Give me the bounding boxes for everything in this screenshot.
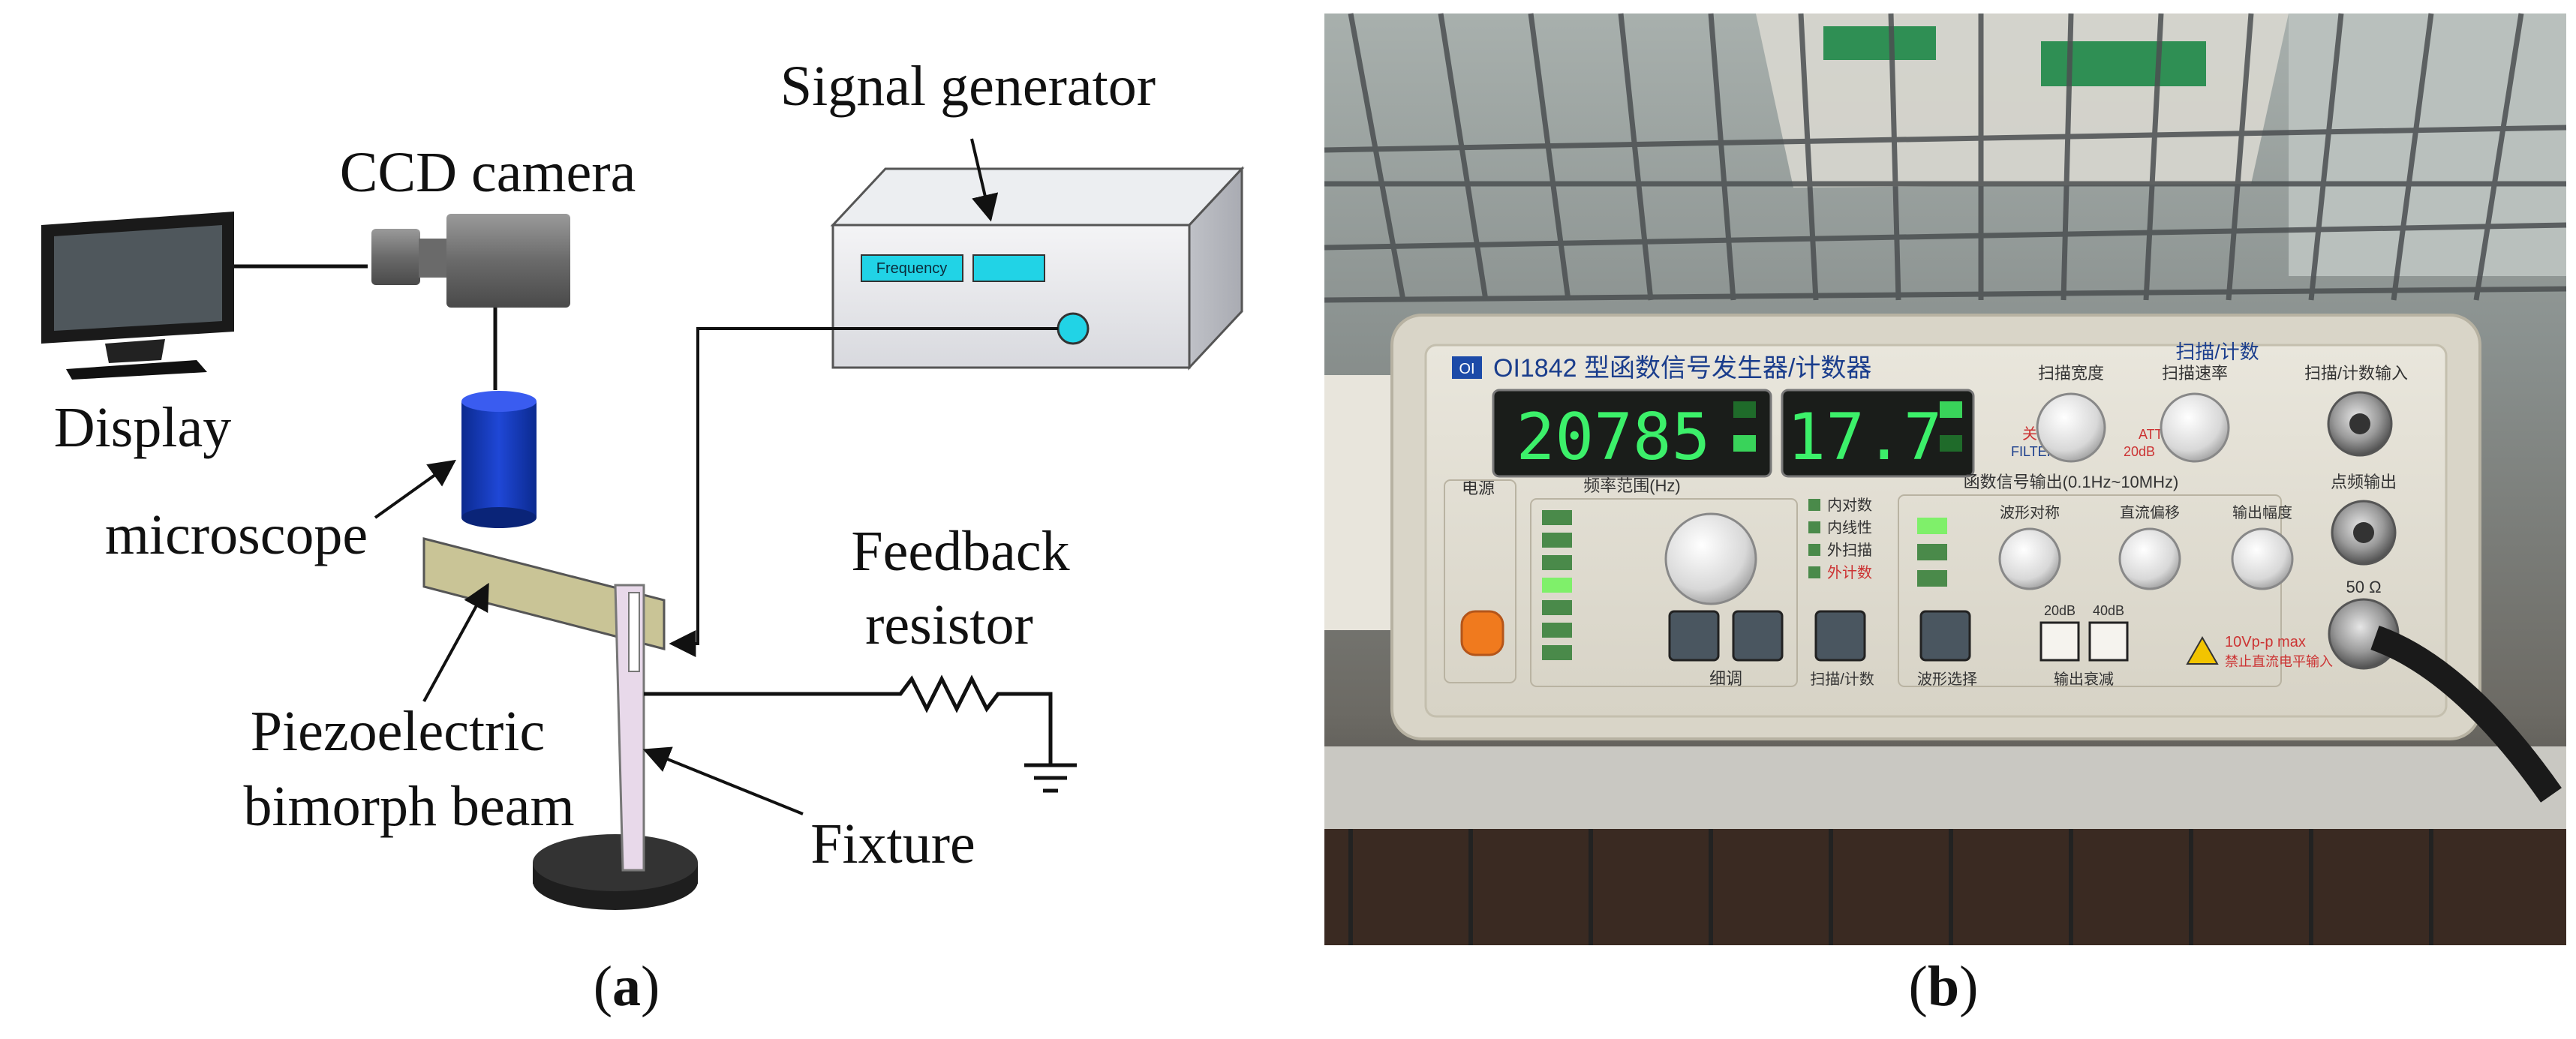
signal-generator-box: Frequency — [830, 166, 1245, 371]
panel-b-photo: OI OI1842 型函数信号发生器/计数器 20785 17.7 扫描/计数 … — [1324, 13, 2567, 1018]
svg-text:扫描宽度: 扫描宽度 — [2038, 364, 2104, 383]
svg-text:内线性: 内线性 — [1827, 519, 1872, 536]
svg-text:20dB: 20dB — [2124, 444, 2155, 459]
svg-text:扫描/计数: 扫描/计数 — [1810, 671, 1874, 688]
label-microscope: microscope — [105, 503, 368, 566]
svg-text:外扫描: 外扫描 — [1827, 542, 1872, 559]
amplitude-readout-frame — [1781, 389, 1975, 478]
svg-text:ATT: ATT — [2139, 427, 2163, 442]
frequency-display — [861, 254, 963, 282]
att-20db-button[interactable] — [2039, 621, 2080, 662]
svg-text:OI: OI — [1459, 361, 1474, 377]
amplitude-display — [972, 254, 1045, 282]
caption-a: (a) — [594, 955, 660, 1018]
svg-text:扫描速率: 扫描速率 — [2162, 364, 2228, 383]
mode-leds — [1808, 499, 1820, 578]
range-down-button[interactable] — [1668, 610, 1720, 662]
svg-text:点频输出: 点频输出 — [2331, 473, 2397, 491]
frequency-knob[interactable] — [1664, 512, 1757, 605]
ground-icon — [1024, 763, 1077, 793]
label-feedback: Feedback — [851, 520, 1069, 583]
svg-text:外计数: 外计数 — [1827, 564, 1872, 581]
label-signal-generator: Signal generator — [780, 55, 1156, 118]
wire-shelf — [1324, 13, 2567, 303]
label-ccd-camera: CCD camera — [340, 141, 636, 204]
sweep-width-knob[interactable] — [2036, 392, 2106, 463]
svg-text:波形对称: 波形对称 — [2000, 504, 2060, 521]
svg-text:函数信号输出(0.1Hz~10MHz): 函数信号输出(0.1Hz~10MHz) — [1964, 473, 2179, 491]
range-leds — [1542, 510, 1572, 660]
svg-text:20dB: 20dB — [2044, 603, 2076, 618]
power-button[interactable] — [1460, 610, 1504, 656]
frequency-label: Frequency — [876, 260, 948, 277]
svg-text:频率范围(Hz): 频率范围(Hz) — [1583, 476, 1681, 495]
function-generator-device: OI OI1842 型函数信号发生器/计数器 20785 17.7 扫描/计数 … — [1390, 314, 2562, 803]
brand-logo — [1452, 356, 1482, 379]
svg-text:内对数: 内对数 — [1827, 497, 1872, 514]
caption-b: (b) — [1909, 955, 1979, 1018]
svg-text:40dB: 40dB — [2093, 603, 2124, 618]
svg-text:细调: 细调 — [1709, 669, 1742, 688]
arrow-microscope — [374, 459, 456, 519]
fixture-stand — [533, 584, 698, 910]
att-40db-button[interactable] — [2088, 621, 2129, 662]
symmetry-knob[interactable] — [1998, 527, 2061, 590]
svg-text:波形选择: 波形选择 — [1917, 671, 1977, 688]
arrow-fixture — [642, 746, 804, 815]
arrow-piezo — [422, 582, 489, 702]
panel-a: Frequency Signal generator Display CCD c… — [41, 55, 1245, 1018]
amplitude-readout: 17.7 — [1787, 400, 1942, 475]
svg-text:输出衰减: 输出衰减 — [2054, 671, 2114, 688]
frequency-readout: 20785 — [1516, 400, 1711, 475]
label-fixture: Fixture — [810, 812, 975, 875]
waveform-select-button[interactable] — [1919, 610, 1971, 662]
dc-offset-knob[interactable] — [2118, 527, 2181, 590]
label-display: Display — [54, 396, 231, 459]
svg-text:电源: 电源 — [1462, 479, 1495, 497]
svg-text:直流偏移: 直流偏移 — [2120, 504, 2180, 521]
microscope-icon — [461, 391, 537, 528]
feedback-resistor — [644, 674, 1053, 765]
frequency-readout-frame — [1492, 389, 1772, 478]
sweep-rate-knob[interactable] — [2160, 392, 2230, 463]
warning-icon — [2186, 635, 2219, 665]
wire-signal — [669, 327, 1058, 657]
svg-text:扫描/计数: 扫描/计数 — [2175, 341, 2259, 363]
lower-shelf-wires — [1348, 829, 2433, 945]
label-piezo-line2: bimorph beam — [243, 775, 574, 838]
label-piezo-line1: Piezoelectric — [251, 700, 545, 763]
sweep-count-button[interactable] — [1814, 610, 1866, 662]
amplitude-knob[interactable] — [2231, 527, 2294, 590]
piezo-beam — [422, 537, 666, 650]
svg-text:扫描/计数输入: 扫描/计数输入 — [2304, 364, 2408, 383]
output-port — [1057, 312, 1090, 345]
label-resistor: resistor — [865, 593, 1033, 656]
range-up-button[interactable] — [1732, 610, 1784, 662]
svg-text:禁止直流电平输入: 禁止直流电平输入 — [2225, 654, 2333, 669]
svg-text:关: 关 — [2022, 425, 2037, 443]
arrow-signal-generator — [970, 138, 999, 222]
display-monitor — [41, 212, 234, 380]
svg-text:10Vp-p max: 10Vp-p max — [2225, 634, 2306, 650]
ccd-camera — [371, 214, 570, 308]
output-cable — [2370, 625, 2562, 803]
svg-text:50 Ω: 50 Ω — [2346, 578, 2381, 596]
svg-text:输出幅度: 输出幅度 — [2232, 504, 2292, 521]
device-title: OI1842 型函数信号发生器/计数器 — [1493, 354, 1871, 383]
